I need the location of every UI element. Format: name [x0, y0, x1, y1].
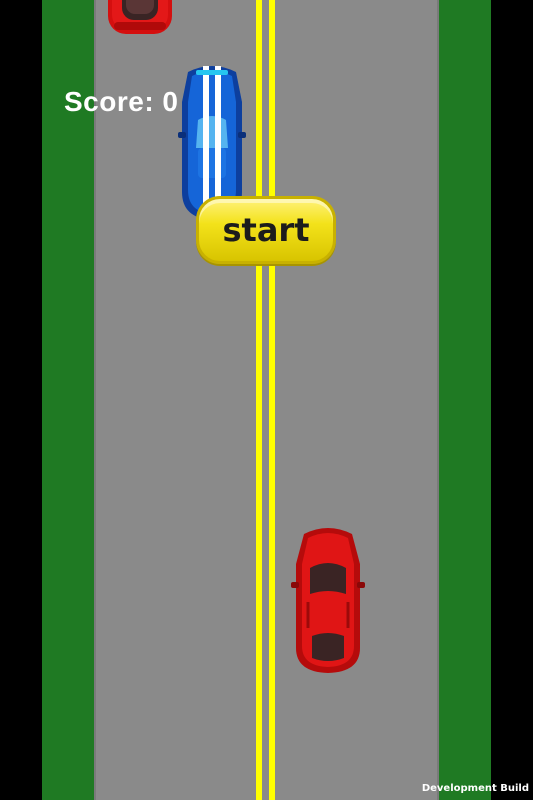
red-sports-car-icon — [108, 0, 172, 34]
road-left-edge — [94, 0, 96, 800]
start-button-label: start — [222, 211, 310, 249]
road — [94, 0, 439, 800]
road-right-edge — [437, 0, 439, 800]
start-button[interactable]: start — [196, 196, 336, 264]
development-build-label: Development Build — [421, 783, 529, 794]
left-grass-verge — [42, 0, 94, 800]
blue-race-car-icon — [178, 66, 246, 220]
score-label: Score: 0 — [64, 86, 179, 117]
center-line-left — [256, 0, 262, 800]
red-sports-car-icon — [291, 528, 365, 673]
center-line-right — [269, 0, 275, 800]
right-grass-verge — [439, 0, 491, 800]
